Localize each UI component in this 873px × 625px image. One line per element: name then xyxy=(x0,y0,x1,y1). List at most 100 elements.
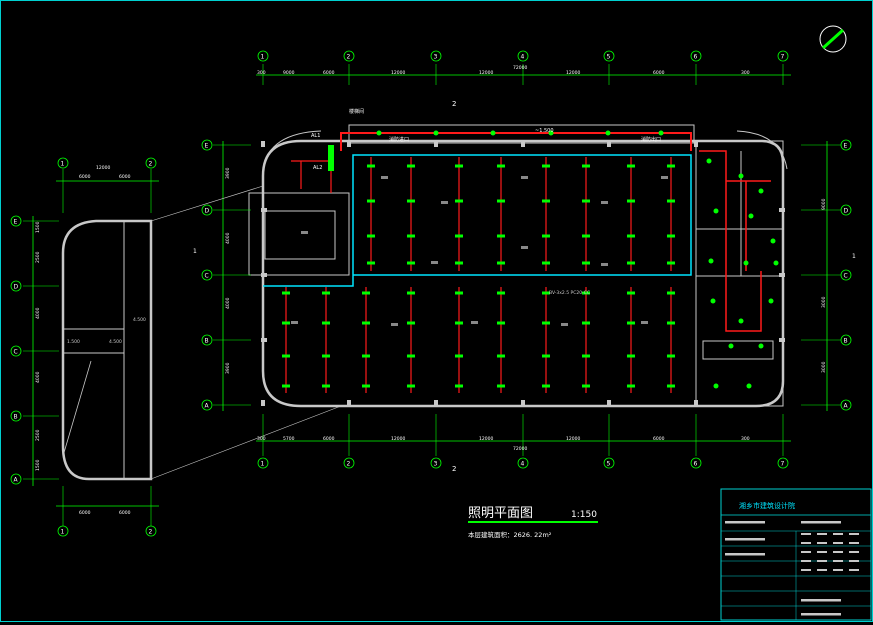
light-fixture xyxy=(497,354,505,358)
drawing-scale: 1:150 xyxy=(571,510,597,520)
light-fixture xyxy=(542,291,550,295)
dim-top: 6000 xyxy=(653,70,665,76)
panel-label: AL1 xyxy=(311,133,320,139)
axis-bubble-row xyxy=(840,139,852,151)
light-fixture xyxy=(497,199,505,203)
equipment-mark xyxy=(641,321,648,324)
pilaster xyxy=(347,141,351,147)
axis-label-row: E xyxy=(205,143,209,150)
axis-label-col: 7 xyxy=(781,54,785,61)
tb-cell-text xyxy=(833,533,843,535)
axis-bubble-col xyxy=(343,457,355,469)
light-fixture xyxy=(582,384,590,388)
light-fixture xyxy=(362,384,370,388)
light-fixture xyxy=(367,199,375,203)
tb-cell-text xyxy=(801,560,811,562)
light-fixture xyxy=(322,291,330,295)
tb-cell-text xyxy=(817,542,827,544)
tb-field-text xyxy=(725,553,765,556)
side-axis-bubble-col xyxy=(145,157,157,169)
dim-top: 12000 xyxy=(391,70,405,76)
light-fixture xyxy=(667,261,675,265)
pilaster xyxy=(261,400,265,406)
tb-cell-text xyxy=(849,542,859,544)
equipment-mark xyxy=(601,263,608,266)
east-fixture xyxy=(758,188,764,194)
side-dim-total: 12000 xyxy=(96,165,110,171)
dim-top: 9000 xyxy=(283,70,295,76)
equipment-mark xyxy=(441,201,448,204)
tb-cell-text xyxy=(833,542,843,544)
side-axis-bubble-row xyxy=(10,215,22,227)
section-mark-top: 2 xyxy=(452,100,456,108)
feeder-node xyxy=(376,130,382,136)
dim-right: 9000 xyxy=(821,198,827,210)
dim-top: 12000 xyxy=(566,70,580,76)
axis-bubble-row xyxy=(201,269,213,281)
light-fixture xyxy=(582,199,590,203)
axis-bubble-row xyxy=(201,204,213,216)
axis-label-row: C xyxy=(844,273,848,280)
side-axis-bubble-row xyxy=(10,345,22,357)
side-dim-left: 2500 xyxy=(35,429,41,441)
tb-cell-text xyxy=(801,533,811,535)
light-fixture xyxy=(582,261,590,265)
axis-bubble-col xyxy=(690,457,702,469)
pilaster xyxy=(347,400,351,406)
light-fixture xyxy=(282,291,290,295)
lighting-columns-upper xyxy=(367,130,779,389)
axis-label-col: 6 xyxy=(694,54,698,61)
axis-label-col: 3 xyxy=(434,461,438,468)
axis-label-col: 7 xyxy=(781,461,785,468)
tb-cell-text xyxy=(849,560,859,562)
tb-cell-text xyxy=(801,542,811,544)
pilaster xyxy=(694,400,698,406)
side-dim-bottom: 6000 xyxy=(79,510,91,516)
tb-field-text xyxy=(801,521,841,524)
light-fixture xyxy=(455,234,463,238)
main-building-outline xyxy=(261,139,785,408)
east-fixture xyxy=(743,260,749,266)
stair-small-room xyxy=(264,210,336,260)
callout-line-top xyxy=(150,185,264,222)
light-fixture xyxy=(582,354,590,358)
east-fixture xyxy=(773,260,779,266)
pilaster xyxy=(521,400,525,406)
dim-bottom: 5700 xyxy=(283,436,295,442)
light-fixture xyxy=(322,321,330,325)
tb-cell-text xyxy=(817,560,827,562)
axis-bubble-row xyxy=(840,334,852,346)
panel-label-2: AL2 xyxy=(313,165,322,171)
side-axis-label-col: 1 xyxy=(61,529,65,536)
east-fixture xyxy=(706,158,712,164)
drawing-title-group: 照明平面图 1:150 本层建筑面积：2626. 22m² xyxy=(468,506,598,539)
light-fixture xyxy=(362,291,370,295)
side-building-outline xyxy=(61,219,153,481)
dim-top: 300 xyxy=(257,70,266,76)
light-fixture xyxy=(455,261,463,265)
red-feeder-west xyxy=(291,160,332,193)
dim-total-top: 72000 xyxy=(513,65,527,71)
dim-bottom: 6000 xyxy=(653,436,665,442)
tb-field-text xyxy=(725,521,765,524)
pilaster xyxy=(434,400,438,406)
east-fixture xyxy=(746,383,752,389)
side-mark-left: 1 xyxy=(193,248,197,255)
side-dim-bottom: 6000 xyxy=(119,510,131,516)
drawing-title: 照明平面图 xyxy=(468,506,533,521)
light-fixture xyxy=(367,164,375,168)
side-stair xyxy=(62,328,125,354)
light-fixture xyxy=(542,261,550,265)
pilaster xyxy=(261,208,267,212)
tb-cell-text xyxy=(801,569,811,571)
light-fixture xyxy=(667,234,675,238)
axis-label-row: B xyxy=(844,338,848,345)
east-fixture xyxy=(758,343,764,349)
pilaster xyxy=(521,141,525,147)
pilaster xyxy=(694,141,698,147)
side-diagonal xyxy=(62,360,92,457)
equipment-mark xyxy=(601,201,608,204)
light-fixture xyxy=(455,321,463,325)
tb-cell-text xyxy=(801,551,811,553)
